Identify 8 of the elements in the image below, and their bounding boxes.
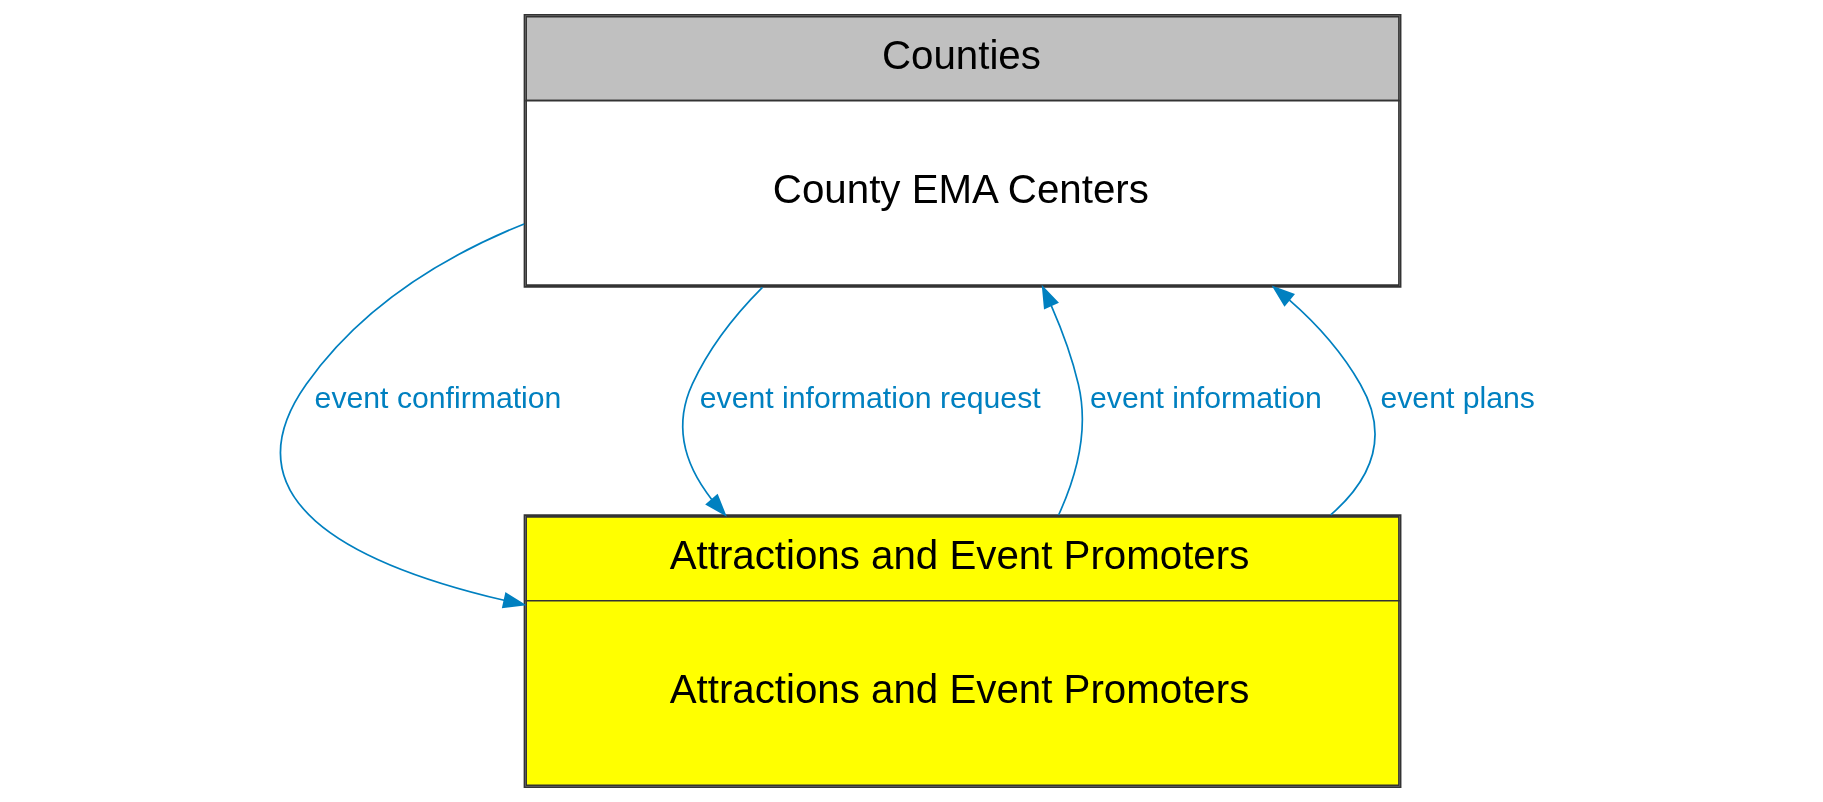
edge-label: event information request <box>699 381 1041 415</box>
arrow <box>280 223 527 609</box>
edge-label: event information <box>1090 381 1322 415</box>
arrow <box>1271 285 1376 516</box>
edge-label: event plans <box>1380 381 1535 415</box>
edge-label: event confirmation <box>314 381 562 415</box>
arrow <box>1041 284 1084 516</box>
arrow <box>681 286 764 517</box>
